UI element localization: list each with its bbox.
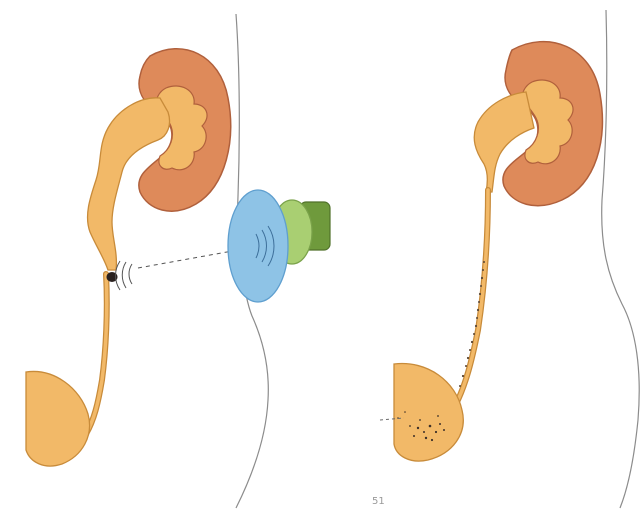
shockwave-path	[116, 250, 239, 290]
panel-after-treatment	[380, 10, 639, 508]
page-mark: 51	[372, 496, 385, 507]
body-outline-right	[602, 10, 640, 508]
panel-before-treatment	[26, 14, 330, 508]
ureter-right-fill	[456, 190, 488, 404]
bladder-left	[26, 371, 90, 466]
shockwave-generator	[228, 190, 330, 302]
ureter-left-fill	[86, 274, 107, 434]
generator-front	[228, 190, 288, 302]
